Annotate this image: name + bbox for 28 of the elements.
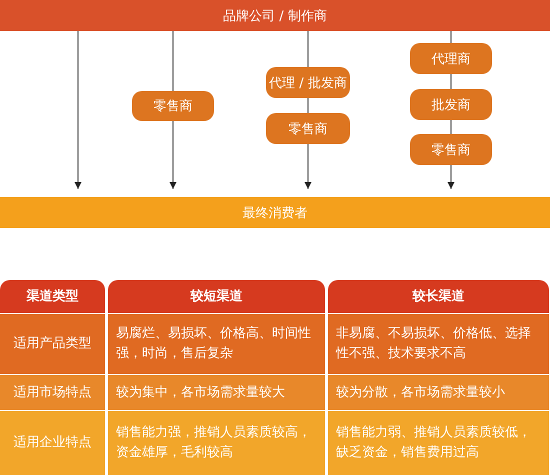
- arrow: [74, 30, 82, 190]
- column-header: 渠道类型: [0, 280, 105, 313]
- process-box: 代理商: [410, 43, 492, 74]
- process-box: 零售商: [266, 113, 350, 144]
- table-cell: 销售能力强，推销人员素质较高，资金雄厚，毛利较高: [108, 411, 325, 475]
- table-cell: 易腐烂、易损坏、价格高、时间性强，时尚，售后复杂: [108, 314, 325, 374]
- connector-line: [450, 30, 452, 44]
- row-header: 适用产品类型: [0, 314, 105, 374]
- arrow: [448, 164, 454, 190]
- table-cell: 较为集中，各市场需求量较大: [108, 375, 325, 410]
- table-cell: 销售能力弱、推销人员素质较低，缺乏资金，销售费用过高: [328, 411, 549, 475]
- connector-line: [172, 30, 174, 92]
- row-header: 适用市场特点: [0, 375, 105, 410]
- connector-line: [450, 120, 452, 134]
- footer-band: 最终消费者: [0, 197, 550, 228]
- connector-line: [450, 74, 452, 90]
- row-header: 适用企业特点: [0, 411, 105, 475]
- table-cell: 非易腐、不易损坏、价格低、选择性不强、技术要求不高: [328, 314, 549, 374]
- column-header: 较长渠道: [328, 280, 549, 313]
- process-box: 零售商: [410, 134, 492, 165]
- header-band: 品牌公司 / 制作商: [0, 0, 550, 31]
- process-box: 批发商: [410, 89, 492, 120]
- column-header: 较短渠道: [108, 280, 325, 313]
- process-box: 零售商: [132, 91, 214, 121]
- arrow: [170, 120, 176, 190]
- process-box: 代理 / 批发商: [266, 67, 350, 98]
- arrow: [304, 144, 312, 190]
- table-cell: 较为分散，各市场需求量较小: [328, 375, 549, 410]
